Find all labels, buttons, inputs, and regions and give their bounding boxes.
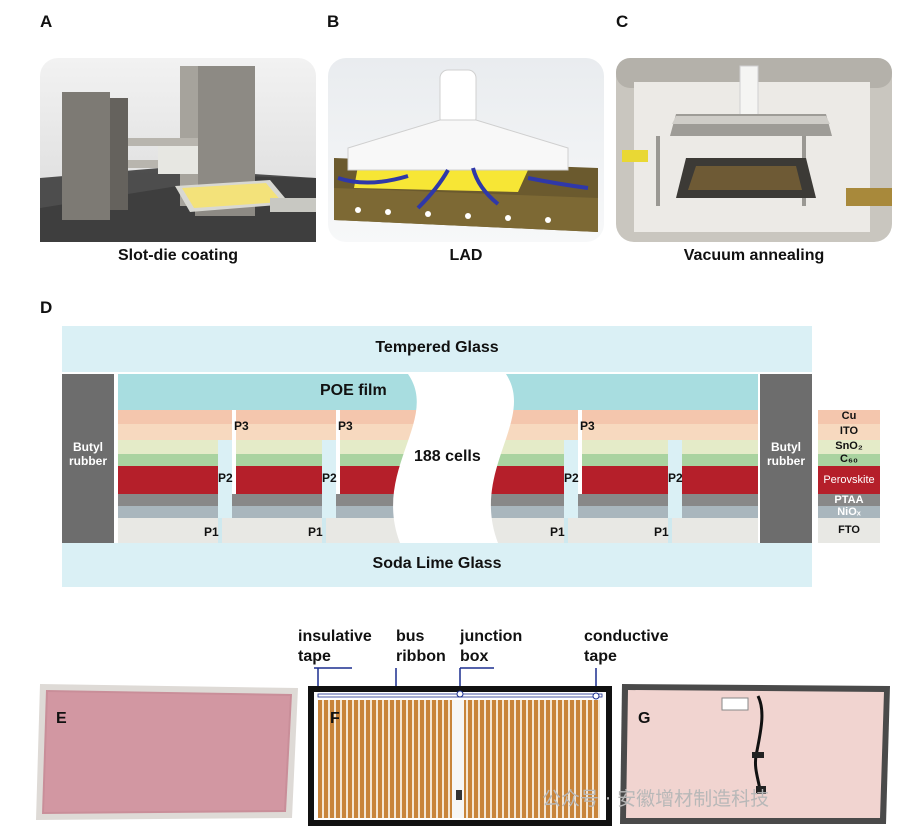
module-schematic-f [308, 667, 612, 826]
legend-perovskite: Perovskite [823, 474, 875, 486]
p2-scribes [218, 440, 682, 518]
p2-label: P2 [218, 471, 233, 485]
panel-letter-g: G [638, 710, 651, 727]
p2-label: P2 [564, 471, 579, 485]
legend-fto: FTO [838, 524, 860, 536]
bus-ribbon-callout: bus ribbon [396, 628, 446, 665]
p1-label: P1 [550, 525, 565, 539]
p1-label: P1 [654, 525, 669, 539]
p2-label: P2 [668, 471, 683, 485]
p1-label: P1 [204, 525, 219, 539]
caption-vacuum-annealing: Vacuum annealing [683, 247, 825, 264]
cells-count-label: 188 cells [414, 448, 481, 465]
legend-c60: C₆₀ [840, 453, 858, 465]
legend-sno2: SnO₂ [835, 440, 863, 452]
panel-letter-c: C [616, 12, 629, 31]
p3-label: P3 [234, 419, 249, 433]
watermark-text: 公众号 · 安徽增材制造科技 [542, 788, 770, 810]
panel-letter-e: E [56, 710, 67, 727]
caption-lad: LAD [449, 247, 483, 264]
panel-letter-b: B [327, 12, 340, 31]
p1-label: P1 [308, 525, 323, 539]
butyl-rubber-left [62, 374, 114, 543]
p1-scribes [218, 518, 672, 543]
vacuum-annealing-illustration [616, 58, 892, 242]
legend-ptaa: PTAA [834, 494, 864, 506]
butyl-rubber-right [760, 374, 812, 543]
p3-label: P3 [580, 419, 595, 433]
conductive-tape-callout: conductive tape [584, 628, 669, 665]
module-photo-e [36, 684, 298, 820]
panel-letter-d: D [40, 298, 53, 317]
legend-cu: Cu [841, 410, 857, 422]
wavy-break [393, 374, 515, 543]
slot-die-coating-illustration [40, 58, 316, 242]
p2-label: P2 [322, 471, 337, 485]
p3-label: P3 [338, 419, 353, 433]
caption-slot-die-coating: Slot-die coating [118, 247, 238, 264]
legend-ito: ITO [839, 425, 859, 437]
panel-letter-a: A [40, 12, 53, 31]
tempered-glass-label: Tempered Glass [375, 339, 499, 356]
tempered-glass-layer [62, 326, 812, 372]
soda-lime-glass-label: Soda Lime Glass [372, 555, 502, 572]
junction-box-callout: junction box [460, 628, 523, 665]
legend-nio: NiOₓ [837, 506, 861, 518]
soda-lime-glass-layer [62, 543, 812, 587]
poe-film-label: POE film [320, 382, 387, 399]
layer-legend [818, 410, 880, 543]
panel-letter-f: F [330, 710, 340, 727]
butyl-rubber-left-label: Butyl rubber [68, 440, 107, 468]
butyl-rubber-right-label: Butyl rubber [766, 440, 805, 468]
insulative-tape-callout: insulative tape [298, 628, 372, 665]
module-photo-g [620, 684, 890, 824]
lad-illustration [328, 58, 604, 242]
p3-scribes [232, 410, 582, 494]
